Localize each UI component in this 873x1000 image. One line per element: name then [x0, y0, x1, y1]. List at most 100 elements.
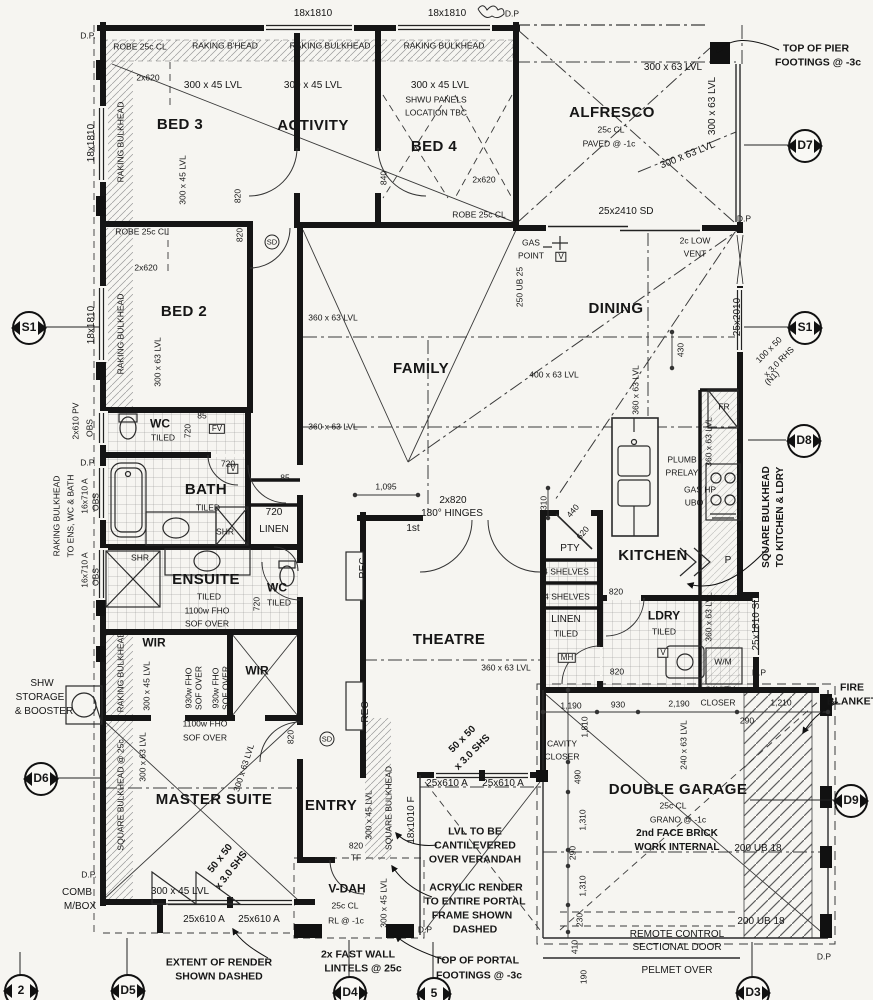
- plan-label: 820: [232, 188, 243, 204]
- plan-label: 25x1810 SD: [750, 595, 762, 651]
- plan-label: GAS HP: [683, 484, 717, 495]
- piers: [96, 42, 832, 938]
- bathtub: [110, 462, 147, 538]
- plan-label: PELMET OVER: [641, 964, 713, 976]
- room-label-activity: ACTIVITY: [277, 117, 349, 135]
- plan-label: STORAGE: [15, 691, 65, 703]
- plan-label: ROBE 25c CL: [113, 41, 167, 52]
- smoke-detector-badge: SD: [264, 234, 280, 250]
- vent-badge: V: [227, 463, 239, 475]
- plan-label: LVL TO BE: [448, 825, 502, 838]
- room-label-verandah: V-DAH: [328, 881, 366, 896]
- room-label-bed-4: BED 4: [410, 138, 458, 156]
- plan-label: D.P: [751, 667, 767, 678]
- plan-label: 18x1810: [85, 305, 97, 345]
- plan-label: 25x2010: [731, 297, 743, 337]
- plan-label: OBS: [90, 568, 101, 586]
- plan-label: 18x1010 F: [405, 796, 417, 844]
- plan-label: 720: [251, 596, 262, 612]
- plan-label: OBS: [84, 419, 95, 437]
- pantry-door-leaf: [555, 513, 593, 550]
- plan-label: TO ENS, WC & BATH: [65, 474, 76, 558]
- plan-label: 360 x 63 LVL: [703, 417, 714, 467]
- plan-label: 930w FHO: [183, 667, 194, 709]
- plan-label: 25x2410 SD: [598, 205, 654, 217]
- plan-label: UBO: [684, 497, 704, 508]
- plan-label: TF: [350, 852, 362, 863]
- plan-label: ROBE 25c CL: [115, 226, 169, 237]
- plan-label: GRANO @ -1c: [649, 814, 707, 825]
- plan-label: RAKING BULKHEAD: [289, 40, 371, 51]
- plan-label: TILED: [651, 626, 677, 637]
- plan-label: 240 x 63 LVL: [678, 720, 689, 770]
- plan-label: CANTILEVERED: [434, 839, 516, 852]
- plan-label: TO ENTIRE PORTAL: [424, 895, 526, 908]
- plan-label: 300 x 63 LVL: [643, 61, 703, 73]
- plan-label: 820: [609, 666, 625, 677]
- ensuite-basin: [193, 550, 221, 572]
- plan-label: OVER VERANDAH: [428, 853, 522, 866]
- plan-label: SQUARE BULKHEAD: [383, 765, 394, 851]
- ensuite-toilet: [279, 565, 295, 587]
- plan-label: TILED: [553, 628, 579, 639]
- pantry-label: P: [724, 554, 732, 566]
- plan-label: 490: [572, 769, 583, 785]
- section-marker-d8: D8: [786, 424, 822, 458]
- ceiling-lines: [93, 24, 836, 945]
- plan-label: EXTENT OF RENDER: [165, 956, 273, 969]
- plan-label: 430: [675, 342, 686, 358]
- plan-label: 1100w FHO: [184, 605, 230, 616]
- plan-label: 820: [608, 586, 624, 597]
- plan-label: 820: [348, 840, 364, 851]
- section-marker-d4: D4: [332, 976, 368, 1000]
- smoke-detector-badge: SD: [319, 731, 335, 747]
- plan-label: CAVITY: [546, 738, 578, 749]
- room-label-alfresco: ALFRESCO: [569, 104, 655, 122]
- plan-label: FOOTINGS @ -3c: [435, 969, 523, 982]
- plan-label: 930w FHO: [210, 667, 221, 709]
- plan-label: SHW: [30, 677, 54, 689]
- plan-label: SHR: [216, 526, 234, 537]
- room-label-bed-2: BED 2: [160, 303, 208, 321]
- section-marker-d6: D6: [23, 762, 59, 796]
- bath-basin: [162, 517, 190, 539]
- plan-label: 820: [285, 729, 296, 745]
- plan-label: POINT: [518, 250, 544, 261]
- room-label-linen-2: LINEN: [551, 613, 581, 625]
- plan-label: FRAME SHOWN: [431, 909, 513, 922]
- fixtures: [65, 5, 743, 905]
- ensuite-shower: [105, 550, 161, 608]
- plan-label: 180° HINGES: [421, 507, 483, 519]
- plan-label: 360 x 63 LVL: [481, 662, 531, 673]
- room-label-wir-left: WIR: [142, 635, 166, 650]
- room-label-entry: ENTRY: [304, 797, 358, 815]
- plan-label: RAKING BULKHEAD: [51, 475, 62, 557]
- plan-label: RL @ -1c: [328, 915, 364, 926]
- room-label-bath: BATH: [184, 481, 228, 499]
- plan-label: 200 UB 18: [737, 915, 785, 927]
- plan-label: 290: [567, 845, 578, 861]
- plan-label: DASHED: [452, 923, 498, 936]
- plan-label: RAKING BULKHEAD: [115, 101, 126, 183]
- plan-label: REC: [357, 557, 369, 579]
- plan-label: VENT: [683, 248, 707, 259]
- section-marker-d9: D9: [833, 784, 869, 818]
- room-label-wc-ensuite: WC: [267, 580, 287, 595]
- rec-niche: [345, 551, 364, 601]
- plan-label: 300 x 45 LVL: [141, 661, 152, 711]
- plan-label: 16x710 A: [79, 552, 90, 588]
- section-marker-d5: D5: [110, 974, 146, 1000]
- door-arcs: [207, 147, 645, 895]
- plan-label: 2x620: [472, 174, 496, 185]
- plan-label: 4 SHELVES: [543, 566, 589, 577]
- floor-vent-badge: FV: [208, 423, 226, 435]
- plan-label: D.P: [417, 924, 433, 935]
- plan-label: TILED: [266, 597, 292, 608]
- cooktop: [705, 463, 741, 521]
- plan-label: LOCATION TBC: [404, 107, 468, 118]
- plan-label: 2x610 PV: [70, 402, 81, 440]
- plan-label: 25x610 A: [183, 913, 225, 925]
- plan-label: 25c CL: [659, 800, 687, 811]
- plan-label: 1100w FHO: [182, 718, 228, 729]
- plan-label: 25c CL: [597, 124, 625, 135]
